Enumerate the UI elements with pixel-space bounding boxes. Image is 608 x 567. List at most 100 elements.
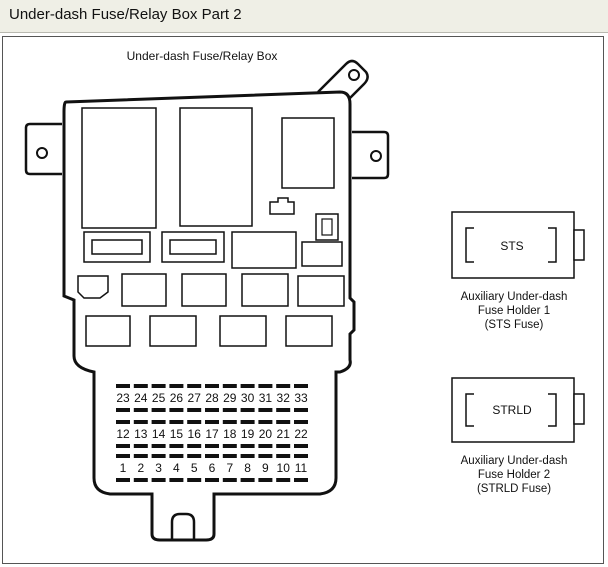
fuse-slot-top	[222, 420, 237, 424]
fuse-slot-bottom	[205, 444, 219, 448]
fuse-slot-top	[116, 454, 130, 458]
fuse-number-29: 29	[223, 391, 237, 405]
fuse-slot-top	[222, 454, 237, 458]
fuse-number-1: 1	[120, 461, 127, 475]
relay-large-1	[81, 107, 157, 229]
right-mount-ear	[352, 130, 390, 180]
relay-lower-2	[149, 315, 197, 347]
fuse-slot-top	[187, 454, 202, 458]
fuse-slot-top	[169, 384, 184, 388]
fuse-slot-top	[151, 454, 166, 458]
fuse-slot-top	[240, 384, 255, 388]
fuse-slot-bottom	[151, 478, 166, 482]
fuse-slot-bottom	[276, 408, 291, 412]
fuse-slot-bottom	[169, 408, 184, 412]
fuse-number-28: 28	[205, 391, 219, 405]
fuse-number-5: 5	[191, 461, 198, 475]
connector-4	[301, 241, 343, 267]
fuse-slot-top	[205, 384, 219, 388]
fuse-number-3: 3	[155, 461, 162, 475]
relay-large-2	[179, 107, 253, 227]
fuse-slot-top	[240, 454, 255, 458]
fuse-slot-top	[276, 384, 291, 388]
fuse-slot-top	[276, 454, 291, 458]
fuse-number-2: 2	[137, 461, 144, 475]
fuse-slot-bottom	[258, 444, 273, 448]
fuse-slot-bottom	[240, 478, 255, 482]
relay-small-1	[77, 275, 109, 299]
bottom-notch	[170, 512, 196, 540]
fuse-number-21: 21	[277, 427, 291, 441]
top-tab-hole	[348, 69, 360, 81]
fuse-slot-bottom	[187, 444, 202, 448]
fuse-number-12: 12	[116, 427, 130, 441]
fuse-slot-top	[116, 420, 130, 424]
fuse-number-10: 10	[277, 461, 291, 475]
aux-1-line1: Auxiliary Under-dash	[461, 291, 568, 303]
fuse-slot-bottom	[258, 408, 273, 412]
fuse-slot-top	[133, 384, 148, 388]
fuse-slot-bottom	[258, 478, 273, 482]
relay-small-2	[121, 273, 167, 307]
fuse-number-6: 6	[209, 461, 216, 475]
fuse-slot-bottom	[133, 408, 148, 412]
fuse-slot-top	[133, 420, 148, 424]
fuse-slot-bottom	[116, 408, 130, 412]
fuse-slot-bottom	[133, 444, 148, 448]
fuse-slot-top	[276, 420, 291, 424]
fuse-slot-bottom	[151, 408, 166, 412]
fuse-slot-bottom	[222, 444, 237, 448]
fuse-number-24: 24	[134, 391, 148, 405]
fuse-slot-top	[187, 384, 202, 388]
fuse-number-27: 27	[188, 391, 202, 405]
fuse-number-23: 23	[116, 391, 130, 405]
fuse-slot-bottom	[116, 444, 130, 448]
top-tab	[317, 59, 369, 109]
diode-socket	[315, 213, 339, 241]
relay-lower-3	[219, 315, 267, 347]
relay-lower-4	[285, 315, 333, 347]
fuse-slot-bottom	[222, 478, 237, 482]
fuse-number-15: 15	[170, 427, 184, 441]
relay-small-3	[181, 273, 227, 307]
fuse-number-26: 26	[170, 391, 184, 405]
fuse-slot-bottom	[151, 444, 166, 448]
fuse-slot-bottom	[116, 478, 130, 482]
fuse-number-17: 17	[205, 427, 219, 441]
fuse-slot-top	[294, 384, 308, 388]
fuse-number-33: 33	[294, 391, 308, 405]
fuse-slot-top	[258, 420, 273, 424]
fuse-number-9: 9	[262, 461, 269, 475]
fuse-slot-bottom	[294, 478, 308, 482]
aux-2-line2: Fuse Holder 2	[478, 469, 550, 481]
fuse-slot-top	[151, 420, 166, 424]
fuse-number-30: 30	[241, 391, 255, 405]
diagram-title: Under-dash Fuse/Relay Box	[127, 49, 278, 63]
left-mount-ear	[24, 122, 62, 176]
fuse-number-7: 7	[226, 461, 233, 475]
fuse-slot-bottom	[169, 478, 184, 482]
fuse-slot-top	[258, 384, 273, 388]
fuse-slot-bottom	[187, 478, 202, 482]
aux-2-line3: (STRLD Fuse)	[477, 483, 551, 495]
small-connector	[269, 197, 295, 215]
window-title-bar: Under-dash Fuse/Relay Box Part 2	[0, 0, 608, 33]
fuse-slot-bottom	[205, 478, 219, 482]
fuse-number-16: 16	[188, 427, 202, 441]
fuse-slot-bottom	[133, 478, 148, 482]
left-mount-hole	[36, 147, 48, 159]
fuse-number-32: 32	[277, 391, 291, 405]
fuse-slot-top	[169, 420, 184, 424]
fuse-slot-top	[294, 454, 308, 458]
aux-1-line2: Fuse Holder 1	[478, 305, 550, 317]
aux-1-line3: (STS Fuse)	[485, 319, 544, 331]
relay-small-5	[297, 275, 345, 307]
fuse-slot-bottom	[240, 408, 255, 412]
fuse-slot-bottom	[169, 444, 184, 448]
fuse-slot-bottom	[240, 444, 255, 448]
fuse-slot-top	[187, 420, 202, 424]
fuse-slot-bottom	[276, 478, 291, 482]
connector-3	[231, 231, 297, 269]
fuse-number-25: 25	[152, 391, 166, 405]
fuse-slot-top	[151, 384, 166, 388]
